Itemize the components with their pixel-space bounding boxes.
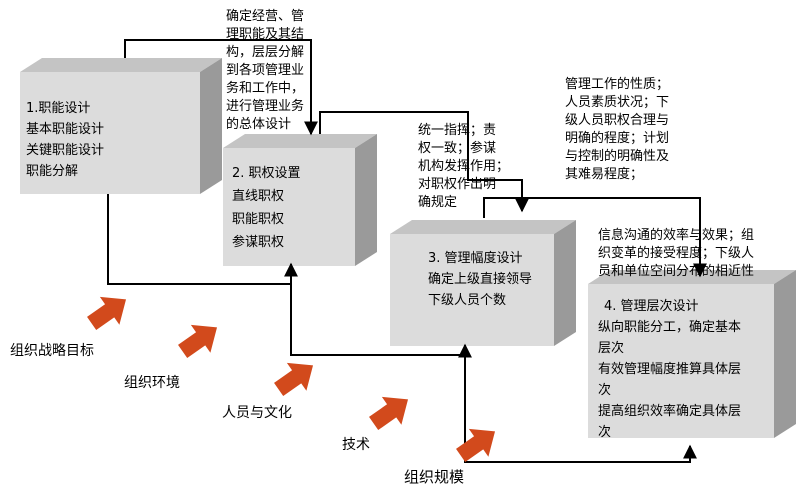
box-4-hierarchy-design <box>588 270 796 438</box>
influence-arrow-2 <box>178 324 218 359</box>
connector-3-to-4 <box>483 197 707 278</box>
factor-label-strategy: 组织战略目标 <box>10 343 94 359</box>
note-span-factors: 管理工作的性质； 人员素质状况；下 级人员职权合理与 明确的程度；计划 与控制的… <box>565 77 670 182</box>
note-authority-principles: 统一指挥；责 权一致；参谋 机构发挥作用； 对职权作出明 确规定 <box>418 123 510 210</box>
influence-arrow-1 <box>87 296 127 331</box>
influence-arrow-4 <box>369 396 409 431</box>
influence-arrow-5 <box>456 428 496 463</box>
note-function-design: 确定经营、管 理职能及其结 构，层层分解 到各项管理业 务和工作中， 进行管理业… <box>226 9 305 132</box>
factor-line-1 <box>107 194 298 285</box>
box-2-text: 2. 职权设置 直线职权 职能职权 参谋职权 <box>232 166 301 250</box>
box-3-text: 3. 管理幅度设计 确定上级直接领导 下级人员个数 <box>428 251 533 308</box>
box-2-authority-setting <box>223 134 377 266</box>
factor-label-scale: 组织规模 <box>404 468 465 486</box>
factor-label-technology: 技术 <box>342 437 370 453</box>
factor-label-environment: 组织环境 <box>124 375 180 391</box>
box-3-span-design <box>390 220 576 346</box>
connector-1-to-2 <box>124 39 318 136</box>
influence-arrow-3 <box>274 362 314 397</box>
box-4-text: 4. 管理层次设计 纵向职能分工，确定基本 层次 有效管理幅度推算具体层 次 提… <box>598 299 742 440</box>
connector-2-to-3 <box>319 111 529 213</box>
factor-line-3 <box>464 355 697 463</box>
note-hierarchy-factors: 信息沟通的效率与效果；组 织变革的接受程度；下级人 员和单位空间分布的相近性 <box>598 228 755 279</box>
box-1-text: 1.职能设计 基本职能设计 关键职能设计 职能分解 <box>26 101 105 179</box>
factor-line-2 <box>290 284 472 358</box>
box-1-function-design <box>20 58 222 194</box>
factor-label-people-culture: 人员与文化 <box>222 405 292 421</box>
